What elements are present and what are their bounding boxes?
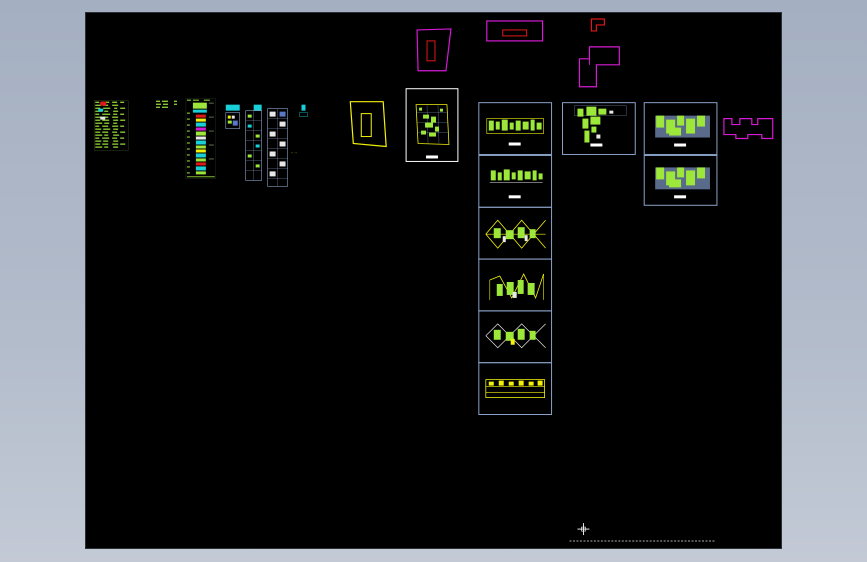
elevation-strip-1[interactable] bbox=[245, 104, 262, 181]
site-outline-yellow[interactable] bbox=[349, 101, 387, 148]
material-swatch-block[interactable] bbox=[225, 104, 241, 129]
elevation-strip-2[interactable]: ·· ·· bbox=[267, 104, 308, 187]
magenta-rect-outline[interactable] bbox=[486, 20, 544, 42]
model-space-viewport[interactable]: ·· ·· bbox=[85, 12, 782, 549]
sheet-floor-plan-2[interactable] bbox=[478, 154, 553, 208]
sheet-axonometric-3[interactable] bbox=[478, 310, 553, 364]
svg-text:·· ··: ·· ·· bbox=[291, 150, 297, 155]
red-l-shape-outline[interactable] bbox=[590, 18, 605, 32]
sheet-perspective-1[interactable] bbox=[643, 102, 718, 155]
sheet-axonometric-2[interactable] bbox=[478, 258, 553, 312]
site-plan-thumbnail[interactable] bbox=[405, 88, 459, 162]
magenta-trapezoid-outline[interactable] bbox=[416, 28, 452, 72]
color-schedule-table[interactable] bbox=[185, 98, 216, 179]
sheet-perspective-2[interactable] bbox=[643, 154, 718, 206]
crosshair-cursor bbox=[577, 523, 590, 536]
sheet-elevation[interactable] bbox=[478, 362, 553, 415]
sheet-axonometric-1[interactable] bbox=[478, 206, 553, 260]
magenta-section-outline[interactable] bbox=[723, 118, 774, 140]
magenta-l-shape-outline[interactable] bbox=[578, 46, 620, 88]
legend-table-2[interactable] bbox=[156, 100, 177, 108]
sheet-site-plan-detail[interactable] bbox=[562, 102, 636, 155]
cad-drawing[interactable]: ·· ·· bbox=[86, 13, 781, 548]
legend-table-1[interactable] bbox=[94, 100, 129, 151]
sheet-floor-plan-1[interactable] bbox=[478, 102, 553, 155]
